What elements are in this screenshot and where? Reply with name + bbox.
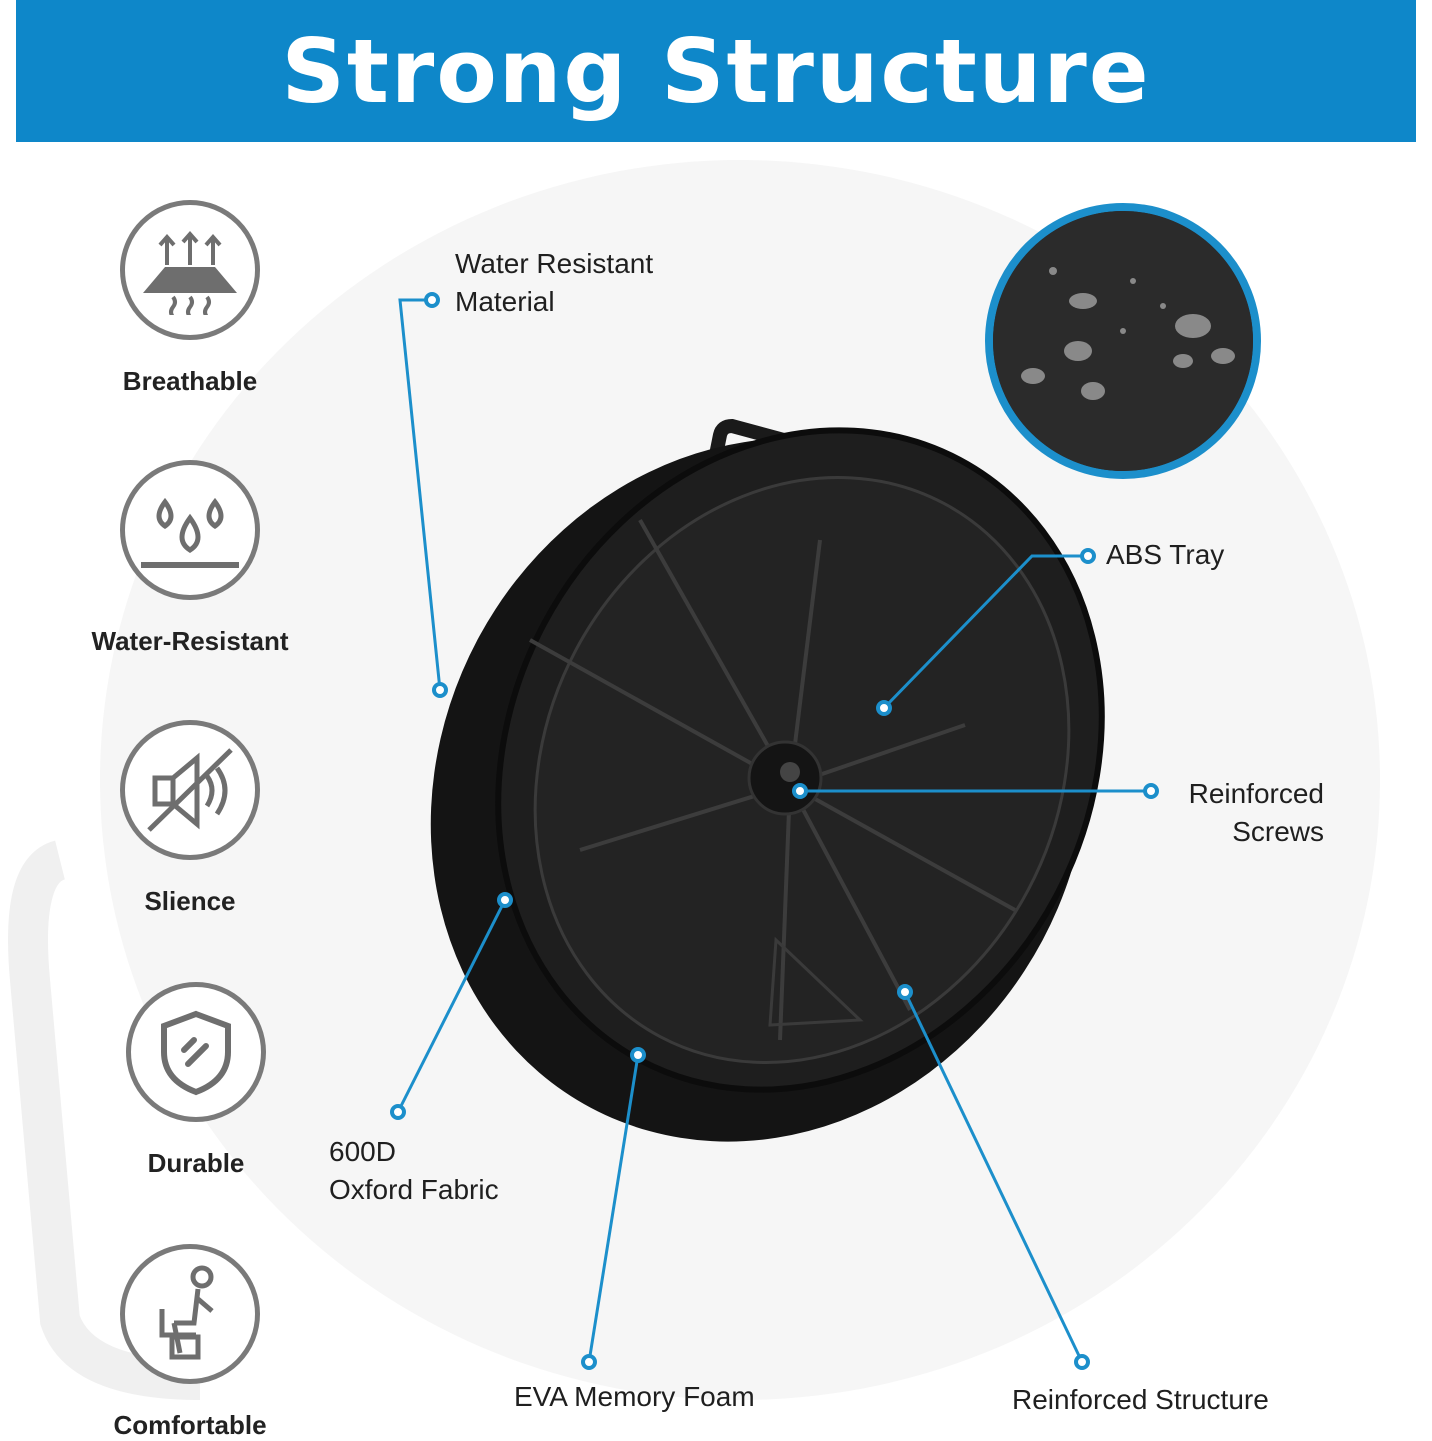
breathable-layers-icon bbox=[120, 200, 260, 340]
feature-water-resistant: Water-Resistant bbox=[70, 460, 310, 657]
shield-icon bbox=[126, 982, 266, 1122]
feature-label: Durable bbox=[147, 1148, 245, 1178]
feature-label: Breathable bbox=[122, 366, 258, 396]
callout-eva-memory-foam: EVA Memory Foam bbox=[514, 1381, 755, 1412]
callout-abs-tray: ABS Tray bbox=[1106, 539, 1225, 570]
callout-reinforced-screws: Reinforced Screws bbox=[1188, 778, 1324, 847]
feature-label: Water-Resistant bbox=[91, 626, 289, 656]
feature-breathable: Breathable bbox=[70, 200, 310, 397]
feature-durable: Durable bbox=[76, 982, 316, 1179]
callout-reinforced-structure: Reinforced Structure bbox=[1012, 1384, 1269, 1415]
water-drops-icon bbox=[120, 460, 260, 600]
callout-600d-oxford-fabric: 600D Oxford Fabric bbox=[329, 1136, 499, 1205]
page-title: Strong Structure bbox=[281, 19, 1151, 123]
feature-label: Slience bbox=[144, 886, 236, 916]
title-banner: Strong Structure bbox=[16, 0, 1416, 142]
feature-slience: Slience bbox=[70, 720, 310, 917]
seated-person-icon bbox=[120, 1244, 260, 1384]
mute-speaker-icon bbox=[120, 720, 260, 860]
fabric-closeup-inset bbox=[985, 203, 1261, 479]
callout-water-resistant-material: Water Resistant Material bbox=[455, 248, 654, 317]
